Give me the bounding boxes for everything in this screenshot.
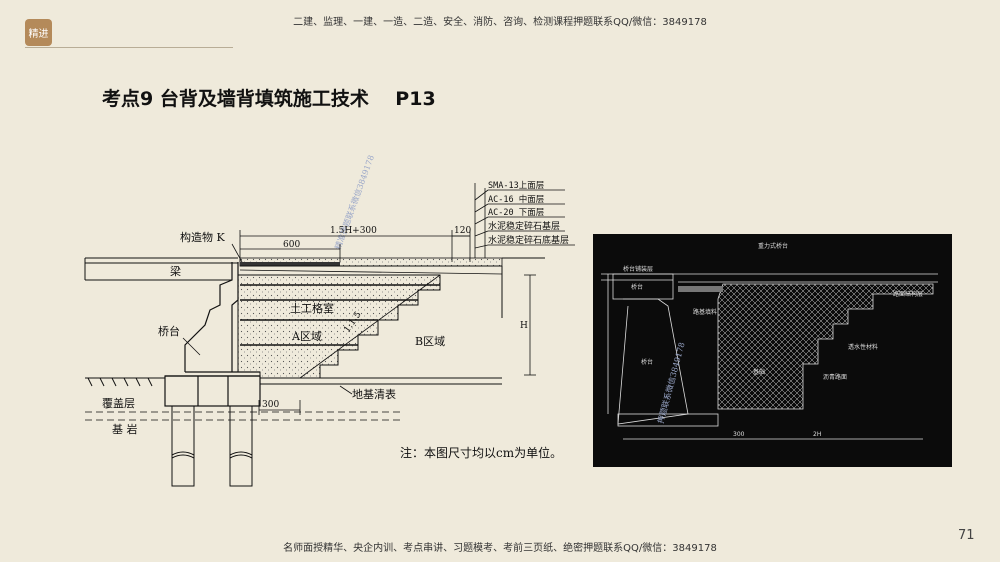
right-label-9: 300 — [733, 431, 745, 438]
label-structure: 构造物 K — [180, 230, 225, 244]
label-beam: 梁 — [170, 264, 181, 278]
layer-5: 水泥稳定碎石底基层 — [488, 234, 569, 246]
label-abutment: 桥台 — [158, 324, 180, 338]
unit-note: 注：本图尺寸均以cm为单位。 — [400, 446, 563, 460]
layer-4: 水泥稳定碎石基层 — [488, 220, 560, 232]
brand-logo: 精进 — [25, 19, 52, 46]
right-label-5: 路基填料 — [693, 308, 717, 316]
layer-1: SMA-13上面层 — [488, 181, 544, 191]
label-zone-a: A区域 — [291, 330, 322, 343]
label-clearing: 地基清表 — [352, 387, 396, 401]
label-h: H — [520, 321, 528, 331]
page-title: 考点9 台背及墙背填筑施工技术 P13 — [102, 88, 436, 110]
logo-text: 精进 — [28, 29, 49, 40]
dim-120: 120 — [454, 226, 471, 236]
label-cell: 土工格室 — [290, 301, 334, 315]
right-label-3: 路面结构层 — [893, 290, 923, 298]
dim-300: 300 — [262, 400, 279, 410]
page-number: 71 — [958, 528, 975, 543]
layer-3: AC-20 下面层 — [488, 208, 544, 218]
label-zone-b: B区域 — [415, 335, 445, 348]
bottom-banner: 名师面授精华、央企内训、考点串讲、习题模考、考前三页纸、绝密押题联系QQ/微信：… — [283, 543, 717, 554]
layer-2: AC-16 中面层 — [488, 194, 544, 205]
right-label-6: 透水性材料 — [848, 343, 878, 351]
right-label-1: 桥台铺装层 — [623, 265, 653, 273]
right-label-8: 基础 — [753, 368, 765, 376]
right-label-4: 桥台 — [641, 358, 653, 366]
right-label-2: 桥台 — [631, 283, 643, 291]
right-title: 重力式桥台 — [758, 242, 788, 250]
right-label-7: 沥青路面 — [823, 373, 847, 381]
dim-top: 1.5H+300 — [330, 226, 377, 236]
right-label-10: 2H — [813, 431, 821, 438]
dim-600: 600 — [283, 240, 300, 250]
top-banner: 二建、监理、一建、一造、二造、安全、消防、咨询、检测课程押题联系QQ/微信：38… — [293, 17, 707, 28]
right-diagram: 重力式桥台 桥台铺装层 桥台 路面结构层 桥台 路基填料 透水性材料 沥青路面 … — [593, 234, 952, 467]
label-bedrock: 基 岩 — [112, 422, 138, 436]
header-divider — [25, 47, 233, 48]
label-overburden: 覆盖层 — [102, 396, 135, 410]
